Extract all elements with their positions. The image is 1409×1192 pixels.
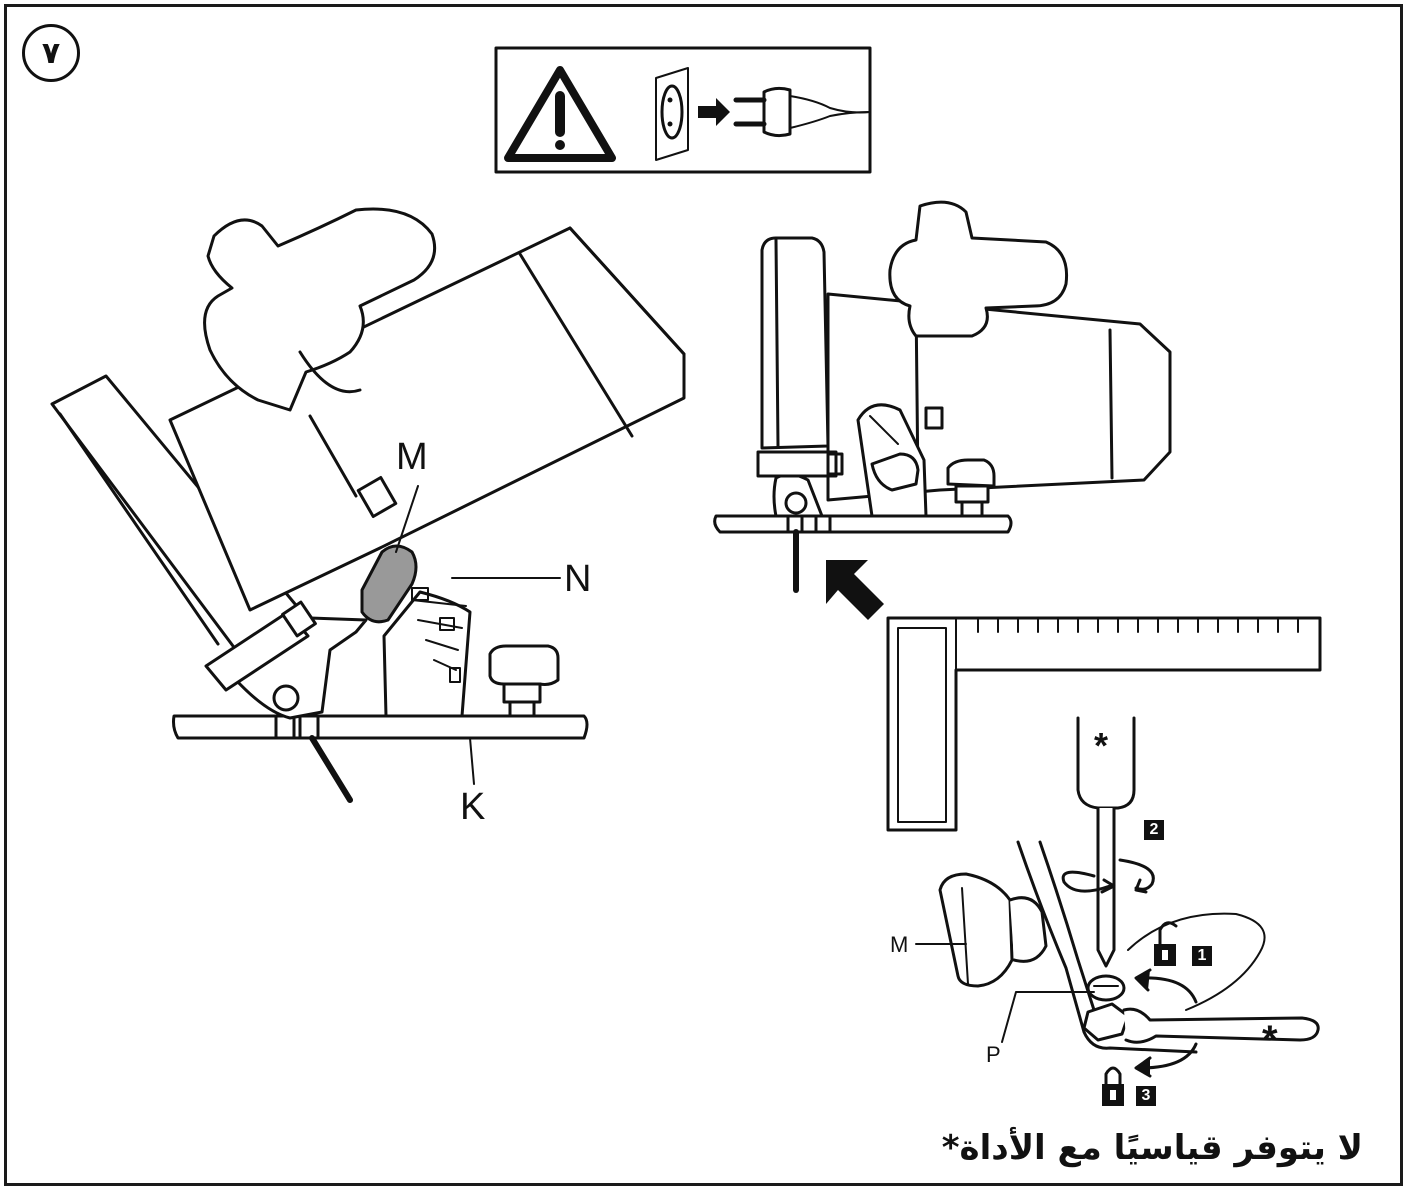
warning-panel bbox=[494, 46, 872, 174]
wall-socket-icon bbox=[655, 67, 689, 161]
label-k-main: K bbox=[460, 786, 486, 828]
step-badge-3: 3 bbox=[1136, 1086, 1156, 1106]
push-arrow-icon bbox=[826, 560, 884, 620]
footnote-text: لا يتوفر قياسيًا مع الأداة bbox=[959, 1128, 1363, 1168]
footnote-asterisk: * bbox=[941, 1128, 960, 1168]
step-badge-1: 1 bbox=[1192, 946, 1212, 966]
footnote: لا يتوفر قياسيًا مع الأداة* bbox=[942, 1128, 1363, 1168]
power-plug-icon bbox=[733, 86, 871, 138]
arrow-right-icon bbox=[698, 98, 730, 126]
label-n-main: N bbox=[564, 558, 592, 600]
figure-number: ٧ bbox=[22, 24, 80, 82]
label-m-detail: M bbox=[890, 932, 909, 957]
lock-icon bbox=[1102, 1066, 1124, 1106]
try-square bbox=[886, 616, 1322, 832]
detail-adjustment bbox=[915, 716, 1320, 1078]
warning-triangle-icon bbox=[504, 66, 616, 162]
label-m-main: M bbox=[396, 436, 428, 478]
tilted-saw bbox=[50, 207, 686, 803]
step-badge-2: 2 bbox=[1144, 820, 1164, 840]
upright-saw bbox=[713, 200, 1172, 593]
screwdriver-asterisk: * bbox=[1094, 725, 1109, 766]
unlock-icon bbox=[1154, 921, 1178, 966]
label-p-detail: P bbox=[986, 1042, 1001, 1067]
figure-frame bbox=[4, 4, 1403, 1186]
wrench-asterisk: * bbox=[1262, 1018, 1278, 1062]
